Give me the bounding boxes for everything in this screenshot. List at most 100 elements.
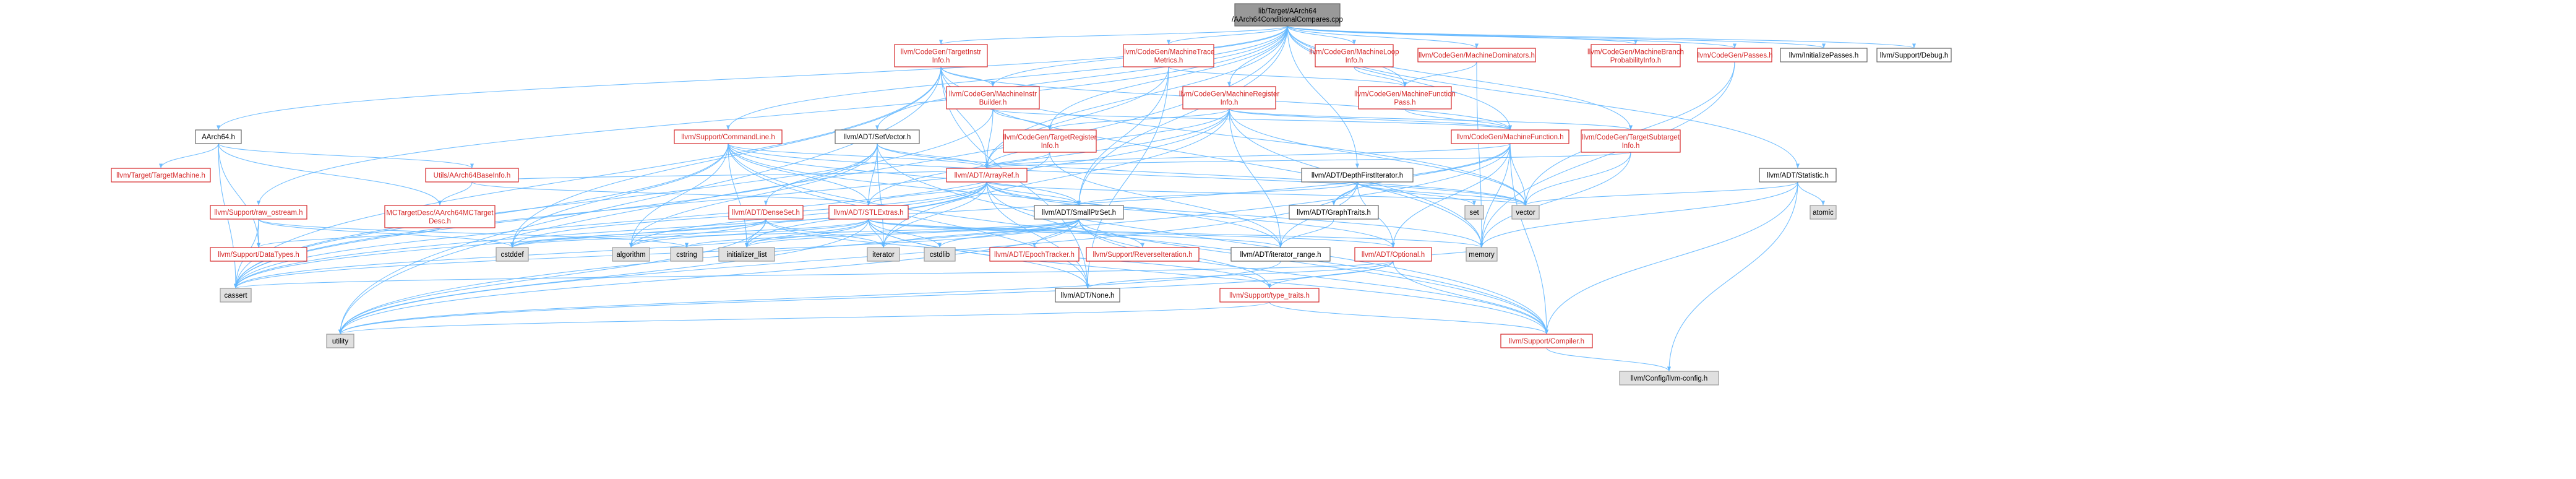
node-epoch[interactable]: llvm/ADT/EpochTracker.h (989, 247, 1080, 262)
edge-mtm-to-arrayref (984, 66, 1169, 169)
node-compiler[interactable]: llvm/Support/Compiler.h (1500, 334, 1593, 348)
edge-dfi-to-vector (1357, 181, 1527, 206)
node-optional-label-0: llvm/ADT/Optional.h (1362, 251, 1425, 259)
node-densset-box (728, 205, 804, 220)
node-cstdlib-label-0: cstdlib (930, 251, 950, 259)
node-reviter[interactable]: llvm/Support/ReverseIteration.h (1086, 247, 1200, 262)
edge-mf-to-optional (1391, 143, 1511, 248)
node-cmdline[interactable]: llvm/Support/CommandLine.h (674, 129, 783, 144)
edge-statistic-to-compiler (1544, 181, 1798, 335)
node-stlext[interactable]: llvm/ADT/STLExtras.h (828, 205, 909, 220)
node-initp[interactable]: llvm/InitializePasses.h (1780, 48, 1868, 63)
edge-root-to-tsi (1287, 25, 1633, 131)
edge-smallptr-to-initlist (745, 218, 1080, 248)
node-graphtr-box (1289, 205, 1379, 220)
edge-cmdline-to-arrayref (728, 143, 989, 169)
node-algorithm: algorithm (612, 247, 650, 262)
edge-smallptr-to-iterator (882, 218, 1080, 248)
edge-stlext-to-cstdlib (868, 218, 942, 248)
node-root[interactable]: lib/Target/AArch64/AArch64ConditionalCom… (1232, 3, 1343, 27)
edge-root-to-rawos (257, 25, 1288, 206)
node-smallptr[interactable]: llvm/ADT/SmallPtrSet.h (1034, 205, 1124, 220)
edge-stlext-to-cstddef (510, 218, 869, 248)
node-tti-label-1: Info.h (932, 57, 950, 64)
node-tti-box (894, 44, 988, 67)
edge-stlext-to-memory (868, 218, 1483, 248)
edge-mfp-to-mf (1404, 108, 1513, 131)
node-densset-label-0: llvm/ADT/DenseSet.h (732, 209, 800, 217)
node-mtm-label-0: llvm/CodeGen/MachineTrace (1123, 48, 1215, 56)
node-dfi[interactable]: llvm/ADT/DepthFirstIterator.h (1301, 168, 1414, 183)
node-typetraits[interactable]: llvm/Support/type_traits.h (1219, 288, 1320, 303)
node-cstring-label-0: cstring (676, 251, 697, 259)
edge-root-to-passes (1287, 25, 1737, 49)
node-mdom[interactable]: llvm/CodeGen/MachineDominators.h (1417, 48, 1536, 63)
node-initlist: initializer_list (718, 247, 775, 262)
edge-typetraits-to-compiler (1269, 301, 1548, 335)
edge-tsi-to-vector (1523, 152, 1631, 206)
node-algorithm-label-0: algorithm (616, 251, 645, 259)
node-debug[interactable]: llvm/Support/Debug.h (1876, 48, 1952, 63)
node-passes[interactable]: llvm/CodeGen/Passes.h (1696, 48, 1773, 63)
node-passes-box (1697, 48, 1772, 63)
edge-dfi-to-smallptr (1077, 181, 1358, 206)
node-mib-label-1: Builder.h (979, 99, 1007, 106)
node-none[interactable]: llvm/ADT/None.h (1055, 288, 1120, 303)
node-setvector[interactable]: llvm/ADT/SetVector.h (835, 129, 920, 144)
node-aarch64h[interactable]: AArch64.h (195, 129, 242, 144)
node-utility-box (326, 334, 354, 348)
node-densset[interactable]: llvm/ADT/DenseSet.h (728, 205, 804, 220)
edge-mtm-to-mfp (1168, 66, 1407, 87)
node-mf[interactable]: llvm/CodeGen/MachineFunction.h (1451, 129, 1569, 144)
node-statistic[interactable]: llvm/ADT/Statistic.h (1759, 168, 1837, 183)
node-aarch64h-box (195, 129, 242, 144)
node-abi[interactable]: Utils/AArch64BaseInfo.h (425, 168, 519, 183)
edge-smallptr-to-cstdlib (937, 218, 1080, 248)
node-arrayref-box (946, 168, 1028, 183)
node-datatypes[interactable]: llvm/Support/DataTypes.h (210, 247, 307, 262)
node-tsi-box (1581, 129, 1681, 153)
node-mf-box (1451, 129, 1569, 144)
node-atomic: atomic (1810, 205, 1837, 220)
node-optional[interactable]: llvm/ADT/Optional.h (1354, 247, 1432, 262)
edge-setvector-to-vector (877, 143, 1527, 206)
node-set: set (1464, 205, 1484, 220)
node-memory-label-0: memory (1469, 251, 1495, 259)
node-dfi-box (1301, 168, 1414, 183)
node-reviter-label-0: llvm/Support/ReverseIteration.h (1093, 251, 1192, 259)
edge-statistic-to-atomic (1797, 181, 1826, 206)
edge-mf-to-arrayref (985, 143, 1511, 169)
node-memory: memory (1466, 247, 1498, 262)
node-iterator: iterator (867, 247, 900, 262)
edge-cmdline-to-algorithm (629, 143, 729, 248)
node-mfp-label-0: llvm/CodeGen/MachineFunction (1354, 90, 1456, 98)
edge-iterrange-to-utility (338, 261, 1281, 335)
edge-aarch64h-to-tm (158, 143, 219, 169)
node-rawos[interactable]: llvm/Support/raw_ostream.h (210, 205, 307, 220)
node-graphtr[interactable]: llvm/ADT/GraphTraits.h (1289, 205, 1379, 220)
node-tm[interactable]: llvm/Target/TargetMachine.h (111, 168, 211, 183)
edge-arrayref-to-memory (986, 181, 1483, 248)
edge-setvector-to-stlext (866, 143, 878, 206)
node-mib-label-0: llvm/CodeGen/MachineInstr (949, 90, 1037, 98)
node-iterrange-label-0: llvm/ADT/iterator_range.h (1240, 251, 1321, 259)
edge-cmdline-to-vector (728, 143, 1527, 206)
node-mf-label-0: llvm/CodeGen/MachineFunction.h (1456, 134, 1563, 141)
edge-cmdline-to-iterrange (728, 143, 1282, 248)
edge-statistic-to-vector (1524, 181, 1798, 206)
node-iterrange[interactable]: llvm/ADT/iterator_range.h (1230, 247, 1331, 262)
node-arrayref[interactable]: llvm/ADT/ArrayRef.h (946, 168, 1028, 183)
node-mbpi[interactable]: llvm/CodeGen/MachineBranchProbabilityInf… (1587, 44, 1684, 67)
edge-arrayref-to-optional (986, 181, 1395, 248)
node-stlext-box (828, 205, 909, 220)
edge-mf-to-utility (338, 143, 1511, 335)
